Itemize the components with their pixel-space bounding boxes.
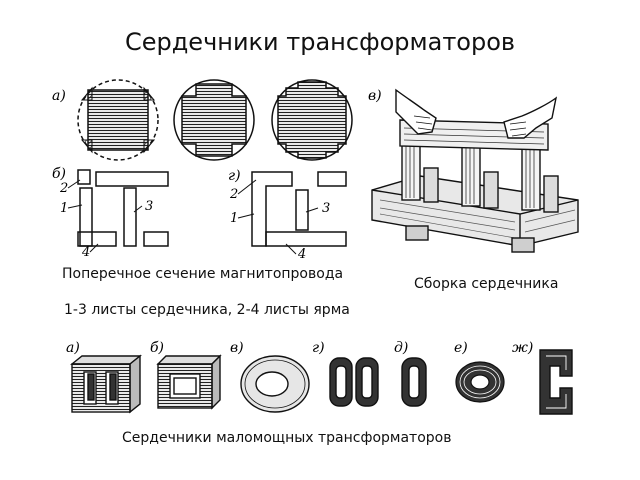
small-core-g (329, 357, 379, 407)
small-label-v: в) (230, 340, 244, 356)
part-1-b: 1 (60, 201, 68, 216)
part-1-g: 1 (230, 211, 238, 226)
cross-section-1 (77, 79, 159, 161)
caption-legend: 1-3 листы сердечника, 2-4 листы ярма (64, 302, 350, 318)
part-2-g: 2 (229, 187, 238, 202)
small-core-zh (539, 349, 573, 415)
part-3-g: 3 (322, 201, 330, 216)
cross-section-2 (173, 79, 255, 161)
label-g: г) (228, 168, 241, 184)
small-core-a (70, 354, 142, 414)
small-label-d: д) (394, 340, 408, 356)
label-b: б) (52, 166, 66, 182)
small-label-b: б) (150, 340, 164, 356)
small-core-v (240, 355, 310, 413)
part-3-b: 3 (145, 199, 153, 214)
small-core-b (156, 354, 222, 410)
caption-assembly: Сборка сердечника (414, 276, 559, 292)
small-label-zh: ж) (512, 340, 533, 356)
caption-cross-section: Поперечное сечение магнитопровода (62, 266, 344, 282)
part-2-b: 2 (59, 181, 68, 196)
small-label-g: г) (312, 340, 325, 356)
core-assembly-drawing (371, 88, 579, 253)
part-4-g: 4 (297, 247, 306, 262)
label-a: а) (52, 88, 66, 104)
small-core-labels: а) б) в) г) д) е) ж) (66, 340, 533, 356)
small-core-e (455, 361, 505, 403)
small-label-a: а) (66, 340, 80, 356)
part-4-b: 4 (81, 245, 90, 260)
small-label-e: е) (454, 340, 468, 356)
small-core-d (401, 357, 427, 407)
lamination-g (251, 171, 347, 247)
caption-small-cores: Сердечники маломощных трансформаторов (122, 430, 452, 446)
lamination-b (77, 169, 169, 247)
page-title: Сердечники трансформаторов (124, 28, 516, 56)
cross-section-3 (271, 79, 353, 161)
label-v: в) (368, 88, 382, 104)
